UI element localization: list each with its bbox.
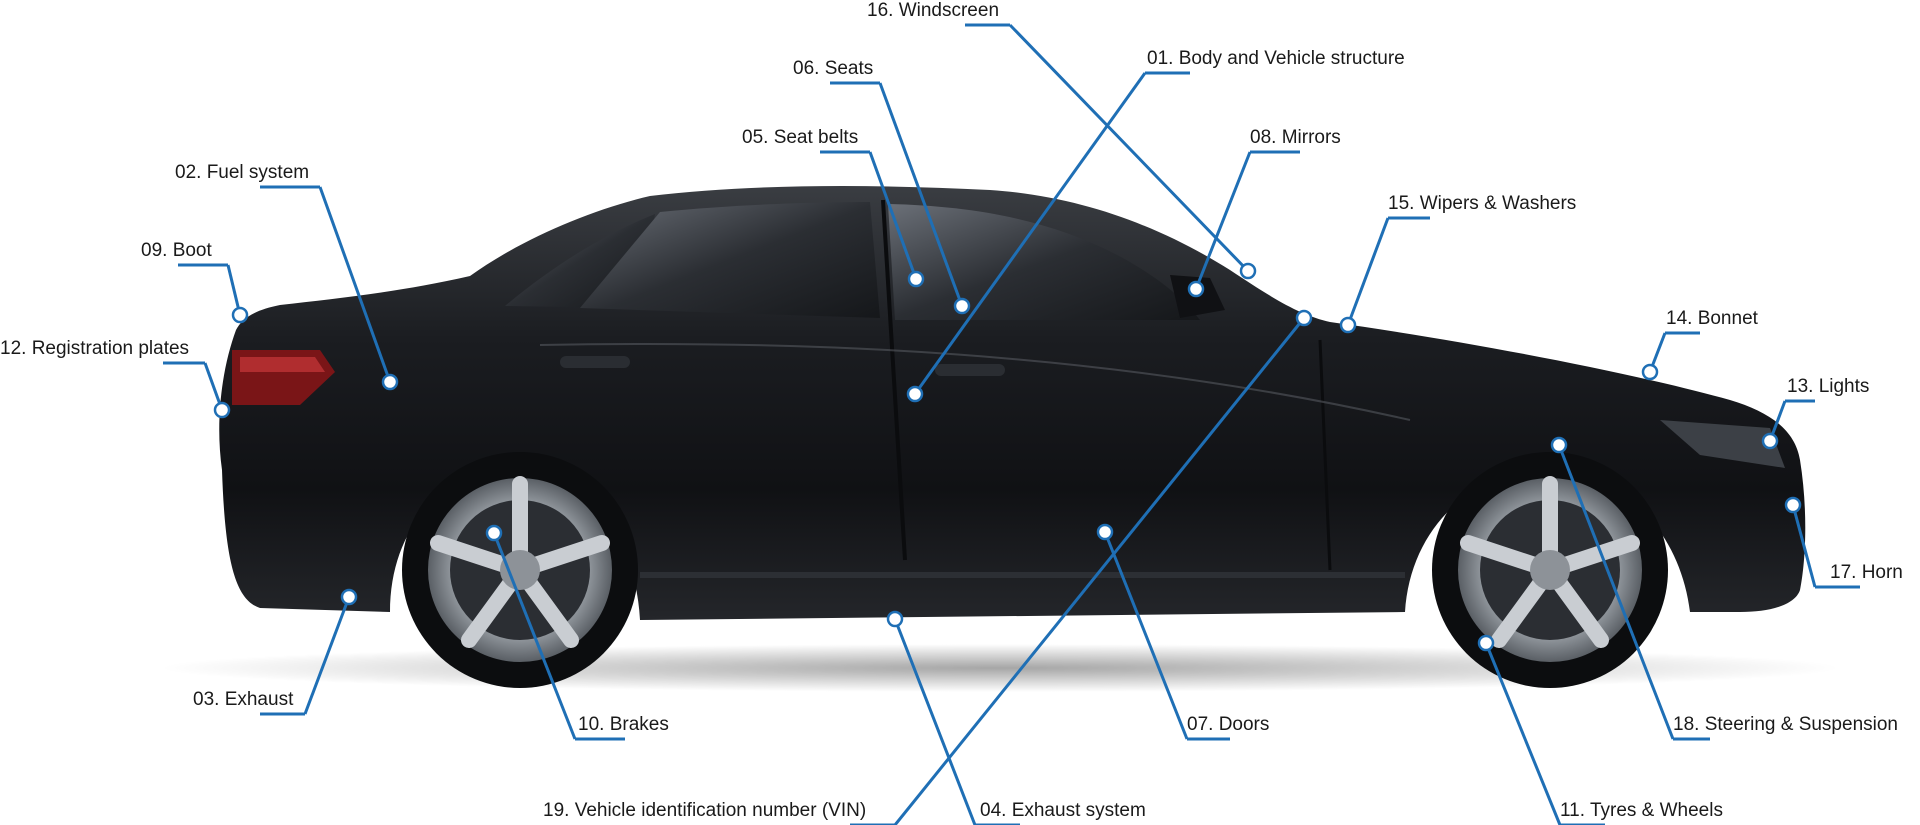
label-boot: 09. Boot [141,240,212,261]
label-registration-plates: 12. Registration plates [0,338,190,359]
callout-dot-seats [953,297,971,315]
label-bonnet: 14. Bonnet [1666,308,1758,329]
callout-leader-wipers [1346,217,1390,326]
label-steering-suspension: 18. Steering & Suspension [1673,714,1898,735]
label-tyres-wheels: 11. Tyres & Wheels [1560,800,1723,821]
label-fuel-system: 02. Fuel system [175,162,310,183]
car-window-rear [580,202,880,318]
label-exhaust: 03. Exhaust [193,689,294,710]
car-body-crease [539,342,1411,421]
callout-leader-seatbelts [868,151,918,280]
callout-dot-horn [1784,496,1802,514]
callout-leader-doors [1103,531,1189,740]
callout-dot-boot [231,306,249,324]
callout-dot-body [906,385,924,403]
callout-dot-exhaustsys [886,610,904,628]
label-brakes: 10. Brakes [578,714,669,735]
callout-dot-regplates [213,401,231,419]
car-b-pillar [881,199,907,561]
callout-dot-brakes [485,524,503,542]
car-door-handle-rear [560,356,630,368]
callout-leader-exhaust [303,596,351,715]
car-head-light [1660,420,1785,468]
callout-leader-seats [878,82,964,307]
callout-dot-seatbelts [907,270,925,288]
callout-dot-bonnet [1641,363,1659,381]
callout-leader-brakes [492,532,577,740]
label-mirrors: 08. Mirrors [1250,127,1341,148]
callout-leader-regplates [203,362,224,411]
callout-dot-doors [1096,523,1114,541]
callout-dot-windscreen [1239,262,1257,280]
callout-leader-steering [1557,444,1675,740]
label-wipers-washers: 15. Wipers & Washers [1388,193,1577,214]
car-front-door-line [1318,339,1332,571]
callout-leader-horn [1791,504,1817,588]
car-door-handle-front [935,364,1005,376]
callout-dot-tyres [1477,634,1495,652]
callout-leader-vin [893,317,1306,825]
car-window-front [888,204,1200,320]
callout-leader-mirrors [1194,151,1252,290]
callout-dot-vin [1295,309,1313,327]
callout-dot-lights [1761,432,1779,450]
label-windscreen: 16. Windscreen [867,0,1000,21]
callout-leader-body [913,72,1147,395]
label-seat-belts: 05. Seat belts [742,127,859,148]
callout-leader-fuel [318,186,392,383]
label-doors: 07. Doors [1187,714,1270,735]
label-body-structure: 01. Body and Vehicle structure [1147,48,1405,69]
car-tail-light-highlight [240,357,325,372]
callout-leader-exhaustsys [893,618,977,825]
callout-leader-boot [226,264,242,316]
callout-dot-fuel [381,373,399,391]
callout-dot-wipers [1339,316,1357,334]
car-rear-wheel [402,452,638,688]
label-lights: 13. Lights [1787,376,1870,397]
callout-leader-tyres [1484,642,1562,825]
label-horn: 17. Horn [1830,562,1903,583]
callout-dot-steering [1550,436,1568,454]
label-exhaust-system: 04. Exhaust system [980,800,1146,821]
callout-dot-mirrors [1187,280,1205,298]
callout-dot-exhaust [340,588,358,606]
car-front-wheel [1432,452,1668,688]
label-vin: 19. Vehicle identification number (VIN) [543,800,867,821]
label-seats: 06. Seats [793,58,874,79]
callout-leader-windscreen [1008,23,1250,273]
